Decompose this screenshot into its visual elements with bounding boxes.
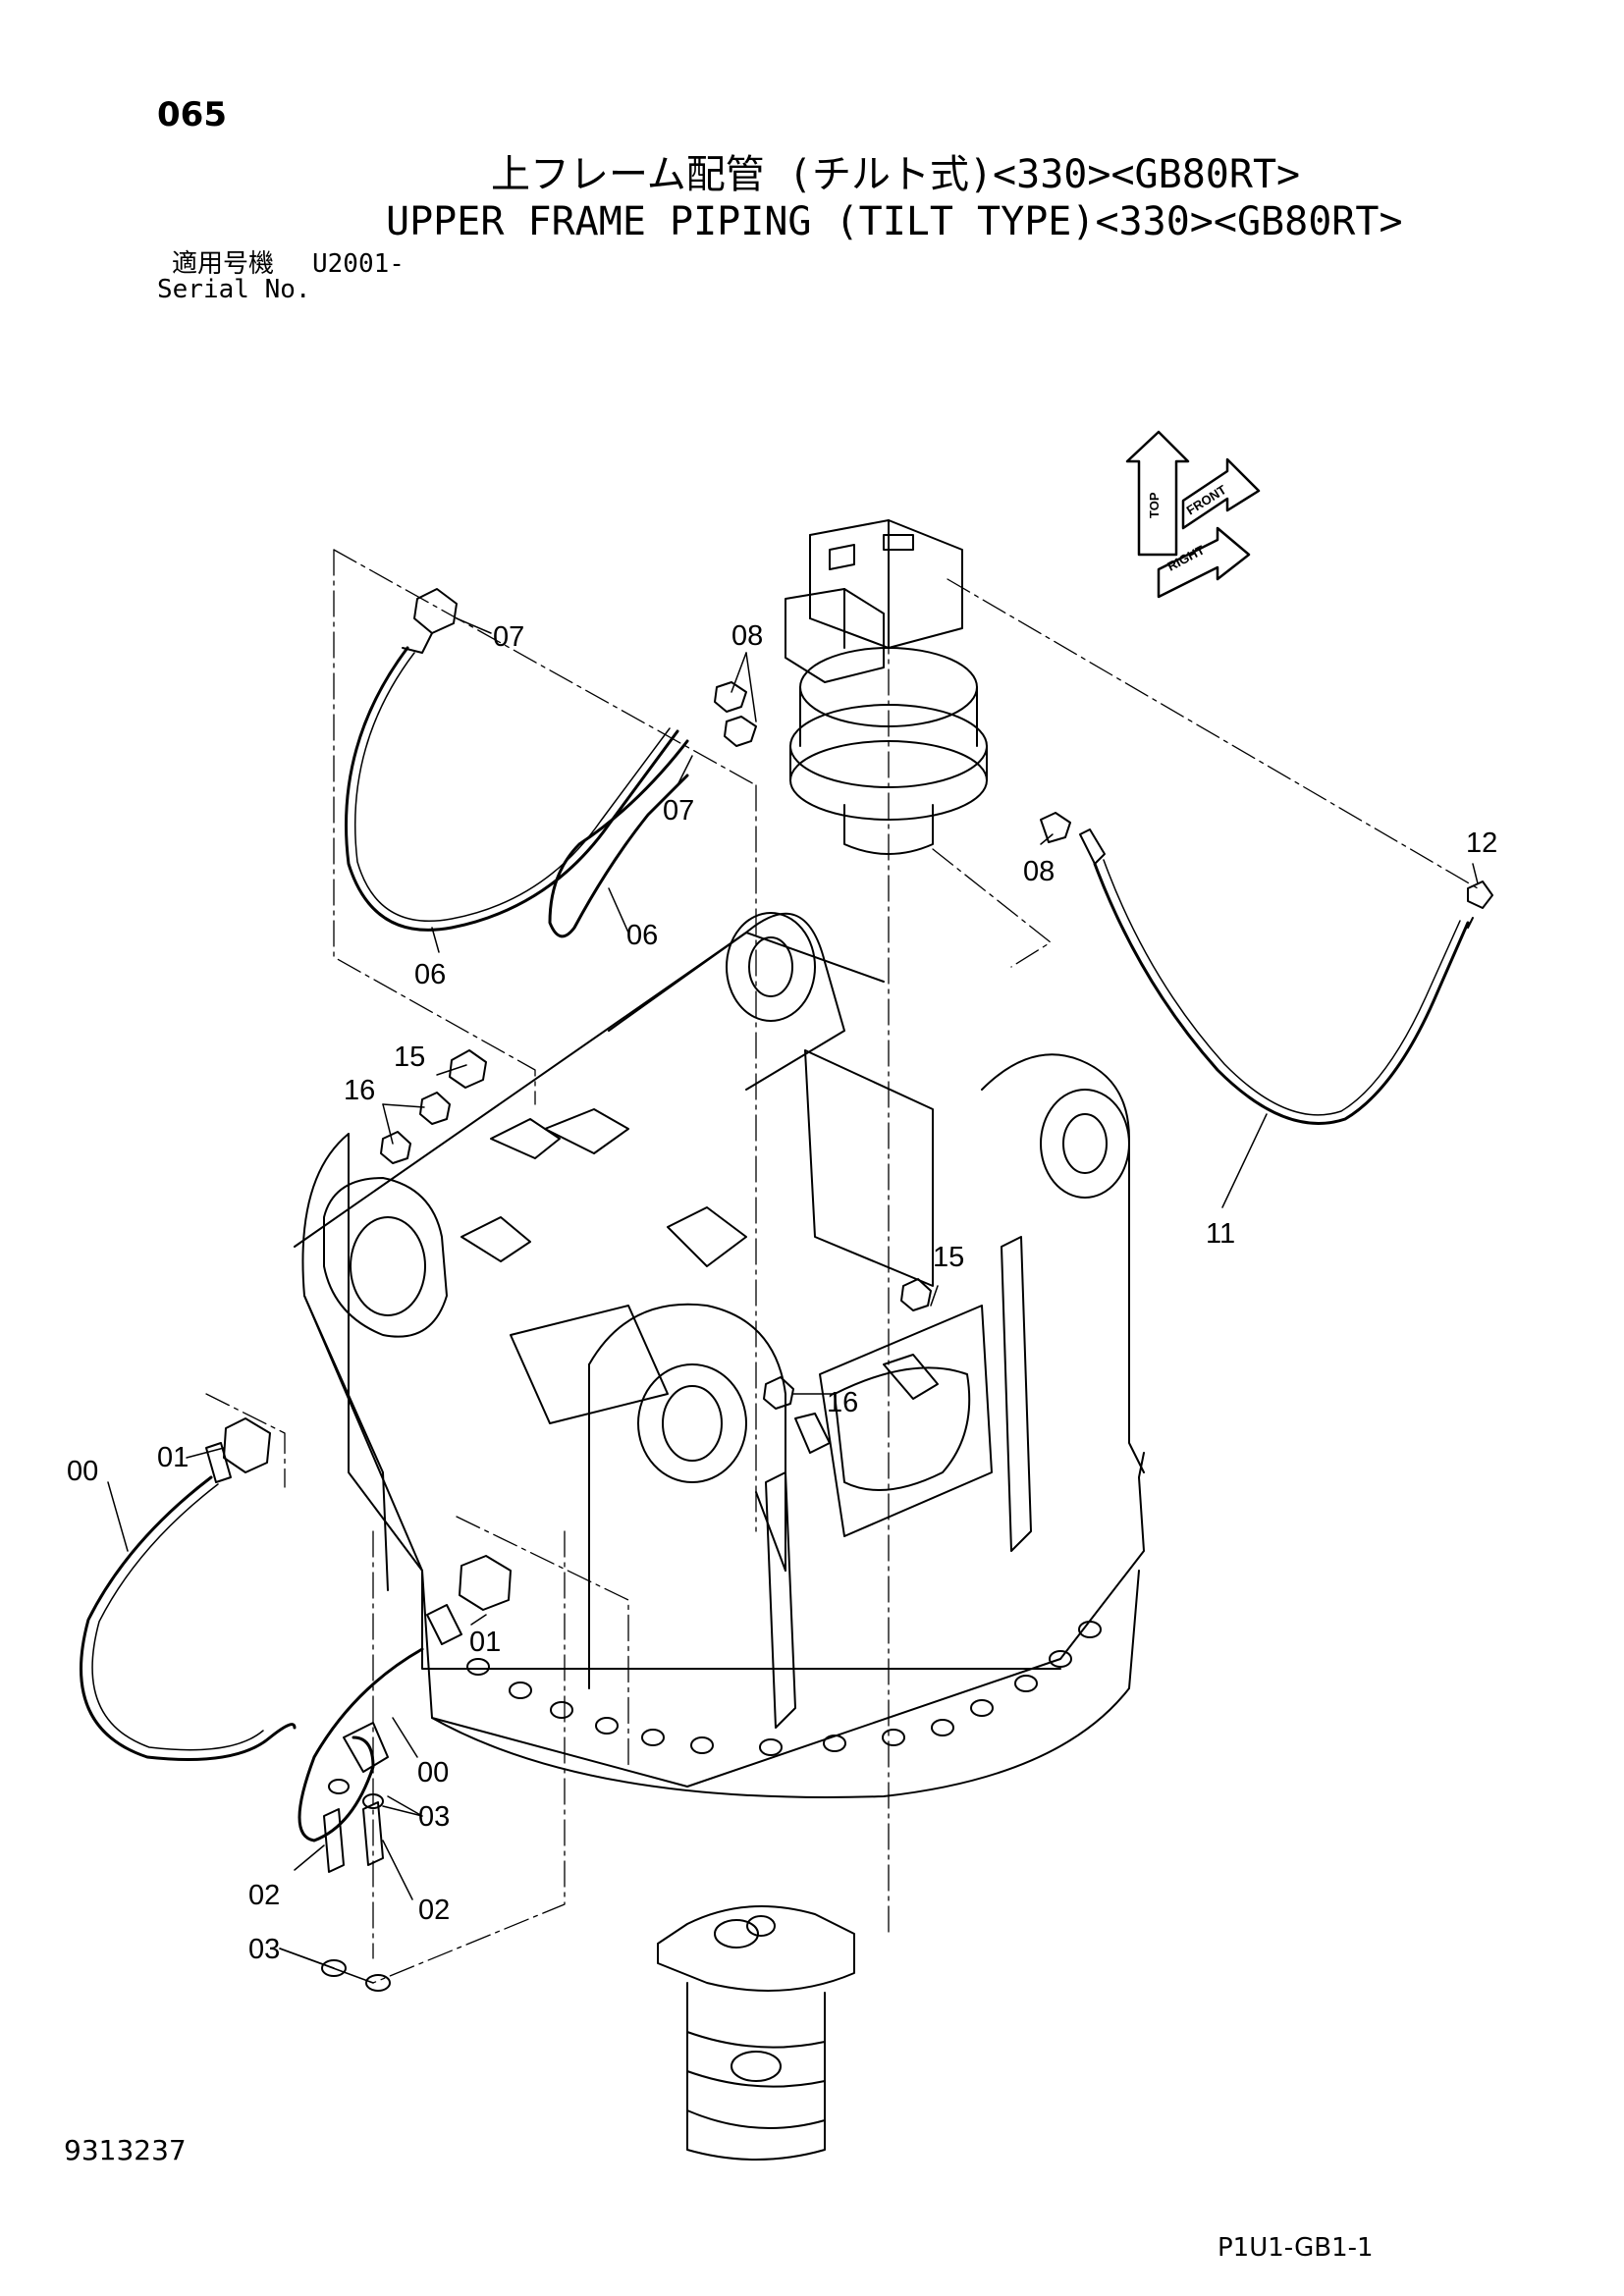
callout-16-left: 16: [344, 1075, 375, 1106]
rotary-joint: [657, 1905, 855, 2161]
serial-value: U2001-: [312, 249, 405, 279]
page-code: P1U1-GB1-1: [1218, 2233, 1374, 2263]
hoses: [80, 646, 1470, 1842]
callout-15-center: 15: [933, 1242, 964, 1273]
callout-08-right: 08: [1023, 856, 1055, 887]
callout-15-left: 15: [394, 1041, 425, 1073]
callout-08-top: 08: [731, 620, 763, 652]
guide-lines: [205, 549, 1479, 1984]
hose-06-left-inner: [354, 652, 671, 923]
fittings: [205, 588, 1493, 1992]
callout-labels: 07 08 07 06 06 08 12 11 15 16 15 16 01 0…: [67, 620, 1497, 1965]
title-japanese: 上フレーム配管 (チルト式)<330><GB80RT>: [491, 152, 1301, 197]
hose-06-right: [548, 739, 689, 938]
hose-00-right: [298, 1647, 424, 1842]
callout-16-center: 16: [827, 1387, 858, 1418]
callout-00-left: 00: [67, 1456, 98, 1487]
callout-03-lower: 03: [248, 1934, 280, 1965]
leader-lines: [107, 617, 1479, 1984]
orientation-label-top: TOP: [1147, 492, 1162, 518]
callout-07-middle: 07: [663, 795, 694, 827]
callout-06-right: 06: [626, 920, 658, 951]
callout-11: 11: [1206, 1218, 1235, 1250]
serial-label-english: Serial No.: [157, 275, 311, 304]
hose-11-inner: [1103, 859, 1461, 1116]
callout-03-upper: 03: [418, 1801, 450, 1833]
slew-motor: [785, 519, 988, 855]
callout-01-left: 01: [157, 1442, 189, 1473]
ring-bolts: [466, 1621, 1102, 1756]
page-number: 065: [157, 95, 227, 134]
hose-00-left: [80, 1475, 297, 1761]
callout-12: 12: [1466, 828, 1497, 859]
hose-06-left: [345, 646, 679, 932]
callout-07-top: 07: [493, 621, 524, 653]
tilt-frame: [294, 912, 1145, 1798]
hose-11: [1093, 862, 1470, 1125]
hose-00-left-inner: [91, 1483, 264, 1751]
orientation-indicator: TOP FRONT RIGHT: [1125, 430, 1261, 599]
serial-label-japanese: 適用号機: [172, 249, 275, 279]
callout-01-lower: 01: [469, 1627, 501, 1658]
document-number: 9313237: [64, 2134, 187, 2166]
callout-02-left: 02: [248, 1880, 280, 1911]
title-english: UPPER FRAME PIPING (TILT TYPE)<330><GB80…: [386, 199, 1403, 244]
callout-02-right: 02: [418, 1895, 450, 1926]
callout-06-left: 06: [414, 959, 446, 990]
callout-00-lower: 00: [417, 1757, 449, 1789]
orientation-label-right: RIGHT: [1164, 542, 1207, 573]
